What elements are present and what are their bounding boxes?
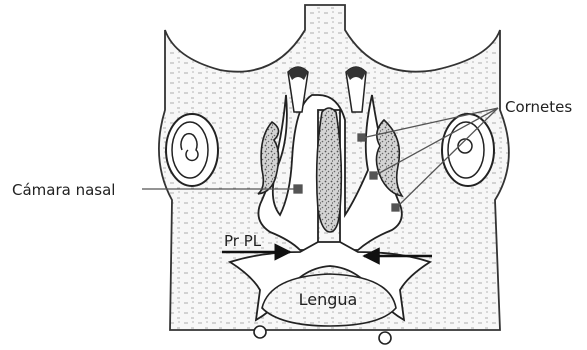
- right-vessel: [379, 332, 391, 344]
- left-eye: [166, 114, 218, 186]
- left-vessel: [254, 326, 266, 338]
- pr-pl-label: Pr PL: [224, 232, 262, 250]
- nasal-septum: [317, 108, 342, 232]
- cornetes-label: Cornetes: [505, 98, 572, 116]
- lengua-label: Lengua: [299, 290, 358, 309]
- camara-nasal-label: Cámara nasal: [12, 181, 115, 199]
